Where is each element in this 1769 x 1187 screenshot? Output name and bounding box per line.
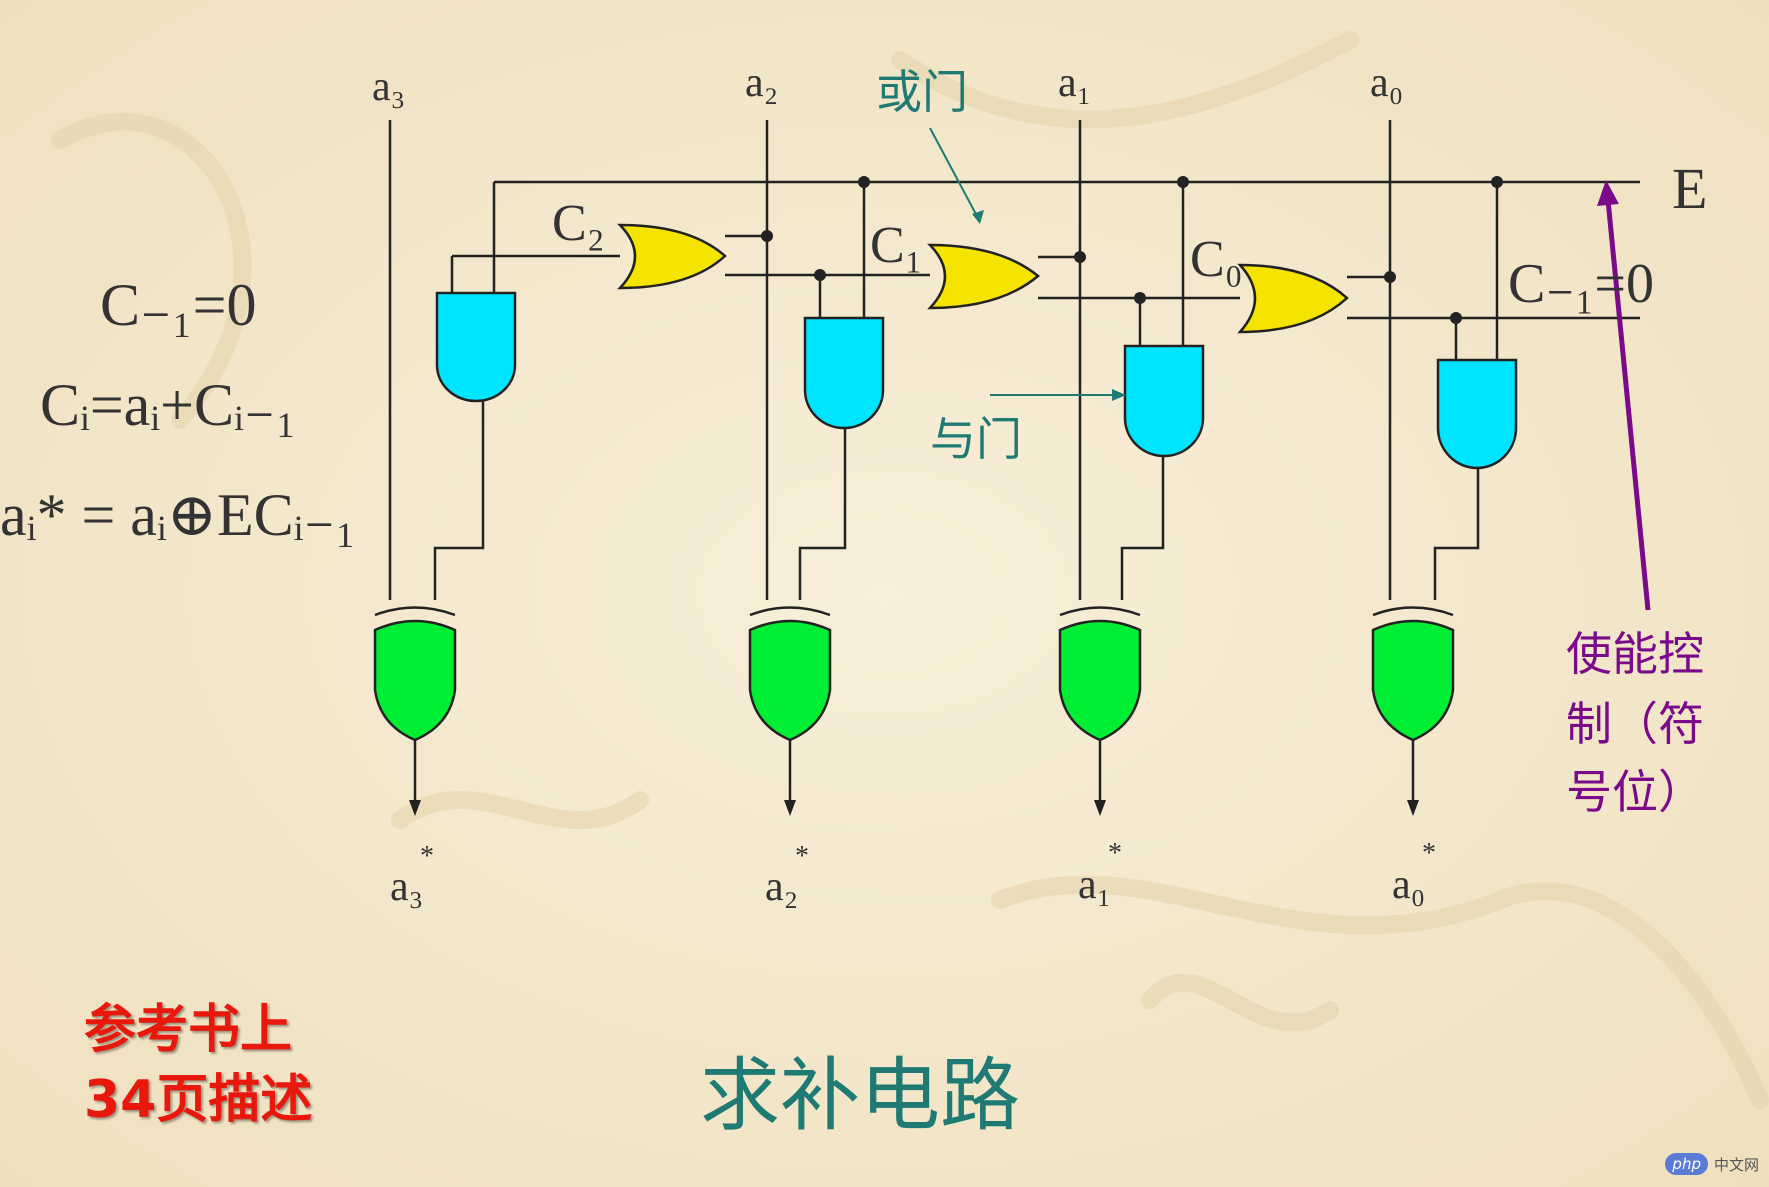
carry-init-right: C₋₁=0: [1508, 253, 1654, 315]
or-gate: [927, 243, 1040, 310]
site-watermark: php 中文网: [1665, 1153, 1759, 1175]
wires: [388, 120, 1640, 800]
carry-label-c0: C₀: [1190, 231, 1243, 288]
output-star: *: [1108, 838, 1122, 869]
xor-gate: [1058, 606, 1142, 742]
and-gate: [1123, 344, 1205, 458]
or-gate-label: 或门: [876, 65, 968, 119]
php-logo-icon: php: [1665, 1153, 1708, 1175]
enable-note: 使能控 制（符 号位）: [1566, 627, 1704, 819]
and-gate: [435, 291, 517, 403]
output-star: *: [420, 841, 434, 872]
carry-label-c2: C₂: [552, 195, 605, 252]
output-star: *: [1422, 838, 1436, 869]
output-arrowheads: [409, 800, 1419, 816]
xor-gates: [373, 606, 1455, 742]
reference-note: 参考书上 34页描述: [84, 995, 312, 1135]
output-label-a3: a₃: [390, 864, 423, 910]
enable-arrow: [1597, 180, 1651, 611]
enable-label: E: [1672, 156, 1707, 221]
xor-gate: [748, 606, 832, 742]
slide-title: 求补电路: [700, 1049, 1020, 1142]
or-gate: [1237, 263, 1349, 334]
enable-note-line: 使能控: [1566, 627, 1704, 681]
xor-gate: [373, 606, 457, 742]
input-label-a0: a₀: [1370, 60, 1403, 106]
output-label-a2: a₂: [765, 864, 798, 910]
formula-output: aᵢ* = aᵢ⊕ECᵢ₋₁: [0, 482, 356, 548]
junction-dots: [761, 176, 1503, 324]
enable-note-line: 号位）: [1566, 765, 1704, 819]
carry-label-c1: C₁: [870, 217, 923, 274]
or-gate: [617, 223, 727, 290]
and-gates: [435, 291, 1518, 470]
output-labels: a₃ * a₂ * a₁ * a₀ *: [390, 838, 1436, 910]
formulas: C₋₁=0 Cᵢ=aᵢ+Cᵢ₋₁ aᵢ* = aᵢ⊕ECᵢ₋₁: [0, 272, 356, 548]
reference-note-line: 34页描述: [84, 1070, 313, 1130]
signal-labels: E C₂ C₁ C₀ C₋₁=0: [552, 156, 1707, 315]
or-gates: [617, 223, 1349, 334]
and-gate: [1436, 358, 1518, 470]
output-label-a1: a₁: [1078, 862, 1111, 908]
input-label-a2: a₂: [745, 60, 778, 106]
xor-gate: [1371, 606, 1455, 742]
watermark-site: 中文网: [1713, 1155, 1759, 1174]
gate-pointer-arrows: [929, 127, 1120, 396]
output-label-a0: a₀: [1392, 862, 1425, 908]
input-labels: a₃ a₂ a₁ a₀: [372, 60, 1403, 110]
enable-note-line: 制（符: [1566, 697, 1704, 751]
formula-carry: Cᵢ=aᵢ+Cᵢ₋₁: [40, 372, 296, 438]
and-gate-label: 与门: [930, 412, 1022, 466]
output-star: *: [795, 841, 809, 872]
reference-note-line: 参考书上: [84, 1000, 293, 1060]
and-gate: [803, 316, 885, 430]
input-label-a3: a₃: [372, 64, 405, 110]
formula-init: C₋₁=0: [100, 272, 256, 338]
input-label-a1: a₁: [1058, 60, 1091, 106]
